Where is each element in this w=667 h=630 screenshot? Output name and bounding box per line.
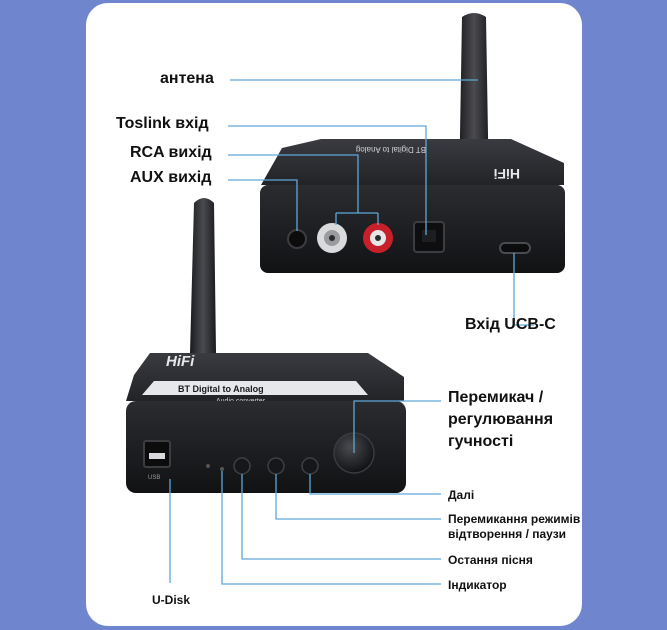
play-pause-button-icon <box>267 457 285 475</box>
next-label: Далі <box>448 488 475 502</box>
prev-label: Остання пісня <box>448 553 533 567</box>
udisk-label: U-Disk <box>152 593 191 607</box>
usbc-port-icon <box>499 242 531 254</box>
usbc-label: Вхід UCB-C <box>465 316 556 333</box>
front-device: HiFi BT Digital to Analog Audio converte… <box>126 198 406 493</box>
product-card: BT Digital to Analog HiFi <box>86 3 582 626</box>
aux-jack-icon <box>287 229 307 249</box>
device-illustration: BT Digital to Analog HiFi <box>126 13 565 585</box>
indicator-dot-icon <box>206 464 210 468</box>
prev-button-icon <box>233 457 251 475</box>
toslink-label: Toslink вхід <box>116 115 209 132</box>
usb-port-text: USB <box>148 475 160 481</box>
rear-device: BT Digital to Analog HiFi <box>260 13 565 273</box>
front-antenna <box>190 198 216 353</box>
rear-model-text: BT Digital to Analog <box>356 145 426 154</box>
indicator-label: Індикатор <box>448 578 507 592</box>
play-pause-label: Перемикання режимів відтворення / паузи <box>448 512 581 541</box>
leader-lines <box>169 79 534 585</box>
knob-label: Перемикач / регулювання гучності <box>448 389 554 450</box>
antenna-label: антена <box>160 70 214 87</box>
next-button-icon <box>301 457 319 475</box>
aux-label: AUX вихід <box>130 169 212 186</box>
rear-brand-text: HiFi <box>494 166 520 182</box>
front-brand-text: HiFi <box>166 353 195 370</box>
front-model-text: BT Digital to Analog <box>178 384 264 394</box>
rca-label: RCA вихід <box>130 144 212 161</box>
